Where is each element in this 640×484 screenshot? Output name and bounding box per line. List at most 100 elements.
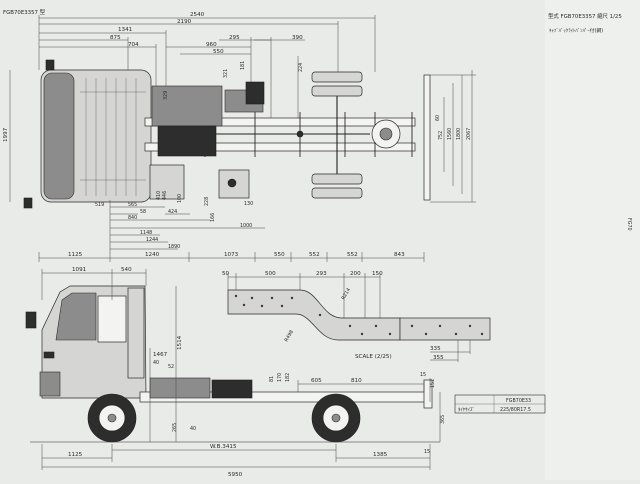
dim-1800: 1800 (456, 128, 462, 140)
radius-r498: R498 (284, 329, 295, 343)
dim-565: 565 (128, 202, 137, 208)
dim-1890: 1890 (168, 244, 180, 250)
rear-tire-inner-lower (311, 173, 363, 185)
dim-410: 410 (156, 191, 162, 200)
front-wheel-center (107, 413, 117, 423)
dim-704: 704 (128, 42, 139, 48)
dim-540: 540 (121, 267, 132, 273)
fuel-tank-side (149, 377, 211, 399)
dim-552-a: 552 (309, 252, 320, 258)
subtitle-right: ｷｬﾌﾞﾊﾞｯｸﾗｲﾄﾊﾞﾝﾊﾟｰ付(鋼) (549, 27, 603, 34)
dim-329: 329 (163, 91, 169, 100)
dim-960: 960 (206, 42, 217, 48)
frame-holes (234, 294, 484, 336)
dim-200: 200 (350, 271, 361, 277)
edge-code: FG70 (626, 218, 632, 231)
headlamp (43, 351, 55, 359)
dim-295: 295 (229, 35, 240, 41)
dim-875: 875 (110, 35, 121, 41)
dim-2540: 2540 (190, 12, 205, 18)
dim-355: 355 (433, 355, 444, 361)
side-bottom-dimension-lines (41, 444, 431, 470)
frame-view: 50 500 293 200 150 R214 R498 SCALE (2/25… (222, 271, 491, 362)
model-code-right: 型式 FGB70E3357 縮尺 1/25 (548, 12, 622, 20)
transmission-side (211, 379, 253, 399)
dim-150: 150 (372, 271, 383, 277)
dim-390: 390 (292, 35, 303, 41)
dim-1125-plan: 1125 (68, 252, 83, 258)
side-view: 1091 540 1514 1467 40 52 81 170 182 605 … (25, 267, 446, 478)
wheelbase-dim: W.B.3415 (210, 444, 237, 450)
dim-552-b: 552 (347, 252, 358, 258)
engine-top (151, 85, 223, 127)
dim-1125-side: 1125 (68, 452, 83, 458)
dim-58: 58 (140, 209, 146, 215)
cab-back (127, 287, 145, 379)
dim-550: 550 (213, 49, 224, 55)
dim-519: 519 (95, 202, 104, 208)
dim-40-ground: 40 (190, 426, 196, 432)
dim-1560: 1560 (447, 128, 453, 140)
dim-550-plan: 550 (274, 252, 285, 258)
dim-1240: 1240 (145, 252, 160, 258)
dim-182: 182 (285, 373, 291, 382)
dim-15-frame: 15 (420, 372, 426, 378)
dim-1000: 1000 (240, 223, 252, 229)
dim-335: 335 (430, 346, 441, 352)
dim-810: 810 (351, 378, 362, 384)
dim-52: 52 (168, 364, 174, 370)
front-bumper (39, 371, 61, 397)
spare-tire-hub (379, 127, 393, 141)
dim-100: 100 (177, 194, 183, 203)
dim-228: 228 (204, 197, 210, 206)
rear-wheel-center (331, 413, 341, 423)
dim-1148: 1148 (140, 230, 152, 236)
dim-224: 224 (298, 63, 304, 72)
cab-roof-ribs (80, 78, 146, 196)
model-code-left: FGB70E3357 型 (3, 8, 46, 16)
tire-size-value: 225/80R17.5 (500, 407, 531, 413)
plan-right-vertical-lines (430, 70, 476, 203)
rear-bumper-side (423, 379, 433, 409)
frame-top-dimension-line (227, 273, 471, 362)
rear-tire-outer-upper (311, 71, 363, 83)
dim-130: 130 (244, 201, 253, 207)
dim-500: 500 (265, 271, 276, 277)
frame-rail-profile-rear (399, 317, 491, 341)
spec-table: FGB70E33 ﾀｲﾔｻｲｽﾞ 225/80R17.5 (454, 394, 546, 414)
side-top-dimension-lines (41, 269, 177, 442)
dim-1997: 1997 (3, 127, 9, 142)
overall-length-dim: 5950 (228, 472, 243, 478)
dim-424: 424 (168, 209, 177, 215)
rear-tire-inner-upper (311, 85, 363, 97)
radius-r214: R214 (341, 287, 352, 301)
dim-1467: 1467 (153, 352, 168, 358)
dim-1091: 1091 (72, 267, 87, 273)
dim-293: 293 (316, 271, 327, 277)
dim-152: 152 (430, 379, 436, 388)
mirror-right-top (23, 197, 33, 209)
side-window (55, 292, 97, 341)
dim-2067: 2067 (466, 128, 472, 140)
mirror-left-top (45, 59, 55, 71)
dim-752: 752 (438, 131, 444, 140)
dim-843: 843 (394, 252, 405, 258)
door-panel (97, 295, 127, 343)
rear-tire-outer-lower (311, 187, 363, 199)
dim-1514: 1514 (177, 335, 183, 350)
tire-size-label: ﾀｲﾔｻｲｽﾞ (458, 406, 475, 413)
dim-15-ground: 15 (424, 449, 430, 455)
frame-rail-upper (144, 117, 416, 127)
side-mirror (25, 311, 37, 329)
dim-605: 605 (311, 378, 322, 384)
dim-365: 365 (440, 415, 446, 424)
dim-181: 181 (240, 61, 246, 70)
frame-rail-lower (144, 142, 416, 152)
dim-840: 840 (128, 215, 137, 221)
windshield-top (43, 72, 75, 200)
dim-50: 50 (222, 271, 230, 277)
dim-1341: 1341 (118, 27, 133, 33)
dim-1385: 1385 (373, 452, 388, 458)
